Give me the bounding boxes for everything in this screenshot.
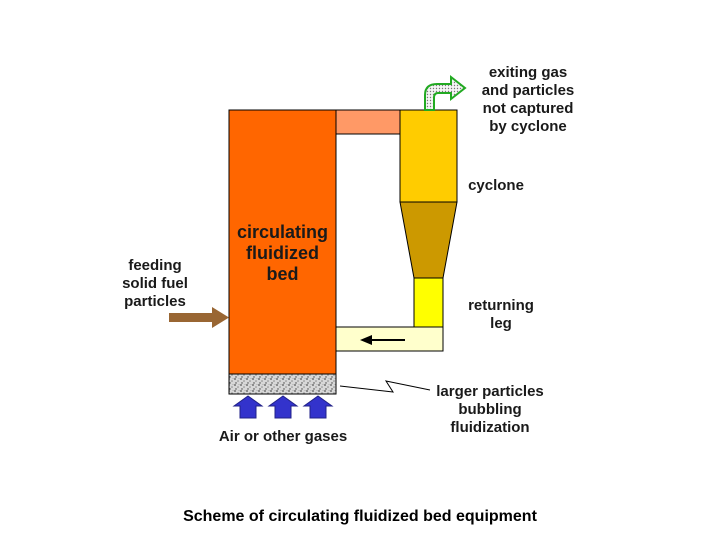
label-exiting-gas: exiting gas and particles not captured b… <box>466 64 590 136</box>
label-cyclone: cyclone <box>458 177 534 195</box>
label-feeding-line-2: solid fuel <box>122 275 188 292</box>
cyclone-cone <box>399 201 458 279</box>
label-returning-line-1: returning <box>468 297 534 314</box>
riser-column <box>228 109 337 375</box>
feed-arrow-head <box>212 307 229 328</box>
label-bed-line-3: bed <box>266 264 299 284</box>
crossover-duct <box>335 109 401 135</box>
label-larger-line-3: fluidization <box>450 419 530 436</box>
zigzag-pointer <box>339 380 431 393</box>
label-returning-leg: returning leg <box>458 297 544 333</box>
air-arrow-2 <box>267 395 299 419</box>
cyclone-cylinder <box>399 109 458 203</box>
label-bed-line-1: circulating <box>236 222 329 242</box>
air-arrow-1 <box>232 395 264 419</box>
label-exiting-line-1: exiting gas <box>488 64 568 81</box>
feed-arrow-shaft <box>169 313 214 322</box>
label-larger-particles: larger particles bubbling fluidization <box>420 383 560 437</box>
label-feeding-line-3: particles <box>124 293 186 310</box>
label-exiting-line-2: and particles <box>481 82 575 99</box>
diagram-caption: Scheme of circulating fluidized bed equi… <box>183 508 537 525</box>
exit-gas-arrow <box>424 74 467 111</box>
air-arrows <box>232 395 334 419</box>
label-air-text: Air or other gases <box>218 428 348 445</box>
air-arrow-3 <box>302 395 334 419</box>
label-exiting-line-3: not captured <box>482 100 574 117</box>
label-feeding-line-1: feeding <box>128 257 182 274</box>
label-bed-line-2: fluidized <box>246 243 319 263</box>
distributor-plate <box>228 373 337 395</box>
label-cyclone-text: cyclone <box>468 177 524 194</box>
label-bed: circulating fluidized bed <box>229 222 336 285</box>
label-exiting-line-4: by cyclone <box>489 118 567 135</box>
label-returning-line-2: leg <box>490 315 512 332</box>
return-flow-arrowhead <box>360 335 372 345</box>
label-feeding: feeding solid fuel particles <box>110 257 200 311</box>
returning-leg <box>413 277 444 328</box>
label-larger-line-1: larger particles <box>436 383 544 400</box>
label-air: Air or other gases <box>205 428 361 446</box>
label-larger-line-2: bubbling <box>458 401 522 418</box>
